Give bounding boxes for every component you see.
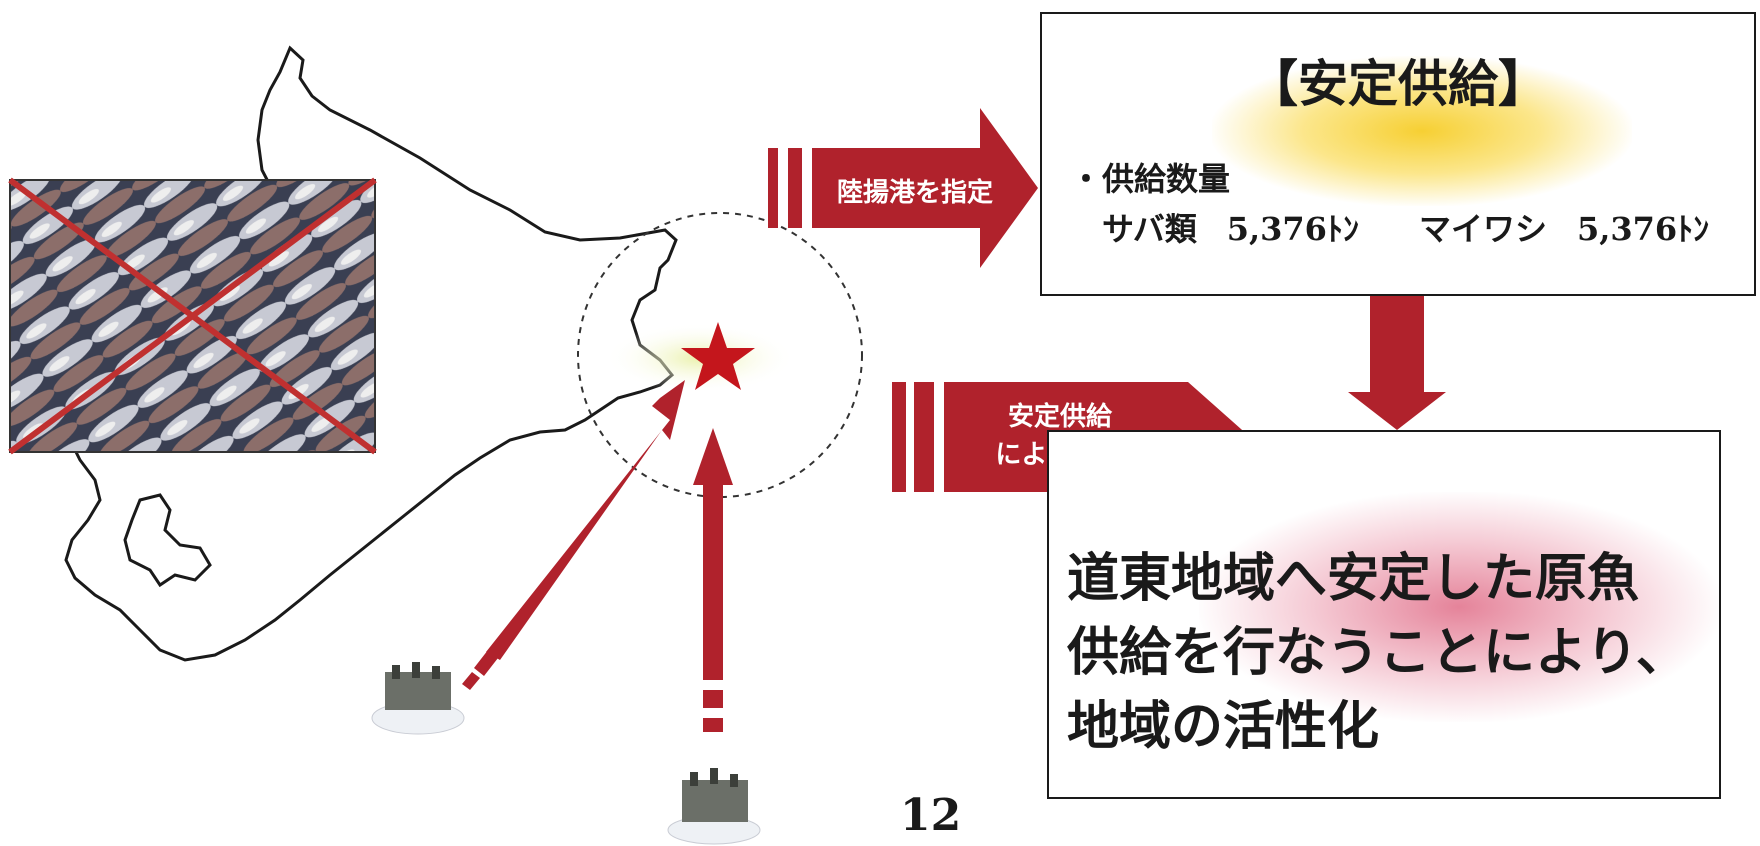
port-designation-label: 陸揚港を指定 xyxy=(836,178,993,208)
page-number: 12 xyxy=(900,790,962,841)
mackerel-value: 5,376ﾄﾝ xyxy=(1226,210,1359,248)
effect-description: 道東地域へ安定した原魚 供給を行なうことにより、 地域の活性化 xyxy=(1067,542,1707,764)
highlight-glow xyxy=(1199,492,1719,722)
stable-supply-box: 【安定供給】 ・供給数量 サバ類 5,376ﾄﾝ マイワシ 5,376ﾄﾝ xyxy=(1040,12,1756,296)
effect-label-line-1: 安定供給 xyxy=(1007,402,1112,432)
cross-mark-line-2 xyxy=(8,177,377,455)
effect-line-3: 地域の活性化 xyxy=(1067,696,1380,757)
supply-quantity-row: サバ類 5,376ﾄﾝ マイワシ 5,376ﾄﾝ xyxy=(1102,204,1709,250)
regional-effect-box: 道東地域へ安定した原魚 供給を行なうことにより、 地域の活性化 xyxy=(1047,430,1721,799)
fish-market-photo xyxy=(8,177,377,455)
highlight-glow xyxy=(1212,56,1632,206)
oshima-peninsula-outline xyxy=(123,493,212,588)
effect-label-line-2: による効果 xyxy=(995,440,1125,470)
supply-title: 【安定供給】 xyxy=(1248,54,1548,113)
supply-quantity-label: ・供給数量 xyxy=(1070,160,1231,198)
effect-line-1: 道東地域へ安定した原魚 xyxy=(1067,548,1640,609)
star-icon xyxy=(681,322,755,390)
vertical-arrow xyxy=(693,428,733,732)
effect-label: 安定供給 による効果 xyxy=(950,398,1170,474)
sardine-label: マイワシ xyxy=(1418,210,1547,248)
target-area-circle xyxy=(577,212,863,498)
fishing-boat-icon xyxy=(371,662,465,735)
port-designation-arrow xyxy=(768,108,1038,268)
diagonal-arrow xyxy=(462,380,685,690)
fishing-boat-icon xyxy=(667,768,761,845)
mackerel-label: サバ類 xyxy=(1102,210,1197,248)
effect-line-2: 供給を行なうことにより、 xyxy=(1067,622,1688,683)
sardine-value: 5,376ﾄﾝ xyxy=(1576,210,1710,248)
